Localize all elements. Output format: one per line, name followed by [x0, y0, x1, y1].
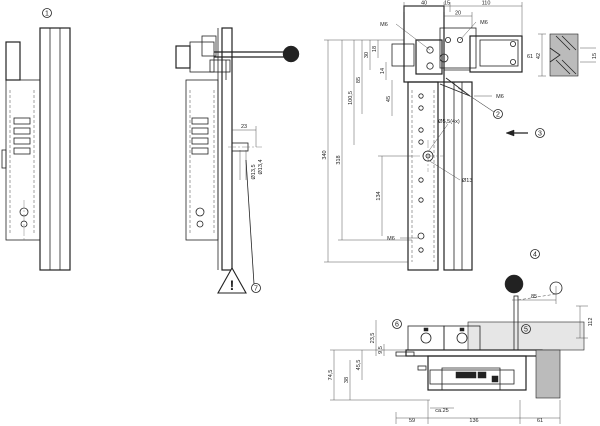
dim-r-42: 42 [536, 53, 542, 59]
dim-hole-dia-4x: Ø5,5(4x) [438, 119, 460, 125]
label-m6-d: M6 [387, 236, 395, 242]
dim-v-14: 14 [380, 68, 386, 74]
dim-side-d1: Ø13,4 [258, 160, 264, 175]
warning-icon: ! [217, 266, 247, 294]
view-bottom-plan [330, 274, 588, 424]
dim-top-15: 15 [444, 1, 450, 7]
dim-v-30: 30 [364, 52, 370, 58]
callout-6: 6 [395, 322, 399, 329]
label-m6-b: M6 [480, 20, 488, 26]
dim-r-15: 15 [592, 53, 598, 59]
label-m6-c: M6 [496, 94, 504, 100]
callout-7: 7 [254, 286, 258, 293]
dim-b-9-5: 9,5 [378, 346, 384, 354]
dim-b-136: 136 [469, 418, 478, 424]
dim-top-40: 40 [421, 1, 427, 7]
dim-hole-dia: Ø13 [462, 178, 472, 184]
dim-r-61: 61 [527, 54, 533, 60]
callout-2: 2 [496, 112, 500, 119]
dim-b-45-5: 45,5 [356, 360, 362, 371]
view-left-elevation [1, 27, 71, 271]
callout-1: 1 [45, 11, 49, 18]
label-m6-a: M6 [380, 22, 388, 28]
dim-b-59: 59 [409, 418, 415, 424]
callout-3: 3 [538, 131, 542, 138]
dim-top-20: 20 [455, 11, 461, 17]
dim-v-85: 85 [356, 77, 362, 83]
dim-v-45: 45 [386, 96, 392, 102]
callout-5: 5 [524, 327, 528, 334]
dim-v-18: 18 [372, 46, 378, 52]
dim-top-110: 110 [482, 1, 491, 7]
dim-b-23-5: 23,5 [370, 333, 376, 344]
dim-v-318: 318 [336, 155, 342, 164]
dim-v-340: 340 [322, 150, 328, 159]
dim-b-ca25: ca.25 [435, 408, 448, 414]
callout-4: 4 [533, 252, 537, 259]
dim-v-134: 134 [376, 191, 382, 200]
dim-b-112: 112 [588, 318, 594, 327]
dim-side-d2: Ø13,5 [251, 165, 257, 180]
dim-b-74-5: 74,5 [328, 370, 334, 381]
dim-v-100-5: 100,5 [348, 91, 354, 105]
view-side-elevation [175, 27, 300, 285]
svg-text:!: ! [230, 277, 235, 293]
dim-b-85: 85 [531, 294, 537, 300]
dim-side-23: 23 [241, 124, 247, 130]
dim-b-38: 38 [344, 377, 350, 383]
view-front-elevation [324, 2, 596, 271]
dim-b-61: 61 [537, 418, 543, 424]
